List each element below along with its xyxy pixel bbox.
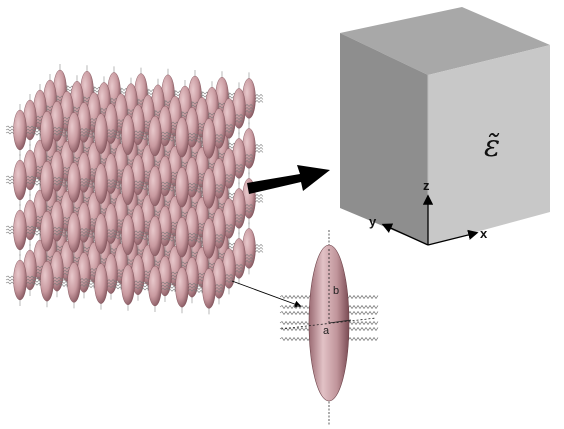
array-inclusion bbox=[32, 205, 62, 258]
array-inclusion bbox=[32, 105, 62, 158]
array-inclusion bbox=[113, 108, 143, 161]
array-inclusion bbox=[140, 160, 170, 212]
array-inclusion bbox=[32, 255, 62, 308]
semi-axis-a-label: a bbox=[323, 325, 330, 337]
array-inclusion bbox=[194, 212, 224, 265]
array-inclusion bbox=[113, 258, 143, 311]
array-inclusion bbox=[140, 260, 170, 312]
array-inclusion bbox=[113, 158, 143, 211]
array-inclusion bbox=[59, 256, 89, 309]
array-inclusion bbox=[140, 110, 170, 162]
homogenized-cube: ε̃ bbox=[340, 7, 550, 245]
x-axis-label: x bbox=[480, 226, 488, 241]
array-inclusion bbox=[86, 157, 116, 210]
ellipsoid-array bbox=[5, 64, 264, 315]
homogenization-arrow bbox=[247, 165, 330, 194]
array-inclusion bbox=[167, 211, 197, 264]
effective-permittivity-label: ε̃ bbox=[484, 129, 500, 164]
array-inclusion bbox=[194, 112, 224, 165]
array-inclusion bbox=[5, 204, 35, 256]
array-inclusion bbox=[167, 161, 197, 214]
cube-side-face bbox=[340, 33, 428, 245]
z-axis-label: z bbox=[423, 178, 430, 193]
semi-axis-b-label: b bbox=[333, 285, 339, 297]
cube-top-face bbox=[340, 7, 550, 75]
coordinate-axes: z x y bbox=[369, 178, 488, 246]
array-inclusion bbox=[5, 154, 35, 206]
array-inclusion bbox=[32, 155, 62, 208]
array-inclusion bbox=[5, 104, 35, 156]
zoom-pointer-line bbox=[231, 280, 302, 308]
array-inclusion bbox=[86, 257, 116, 310]
array-inclusion bbox=[59, 206, 89, 259]
array-inclusion bbox=[167, 111, 197, 164]
cube-front-face bbox=[428, 45, 550, 245]
array-inclusion bbox=[59, 106, 89, 159]
array-inclusion bbox=[140, 210, 170, 262]
array-inclusion bbox=[86, 107, 116, 160]
array-inclusion bbox=[5, 254, 35, 306]
array-inclusion bbox=[59, 156, 89, 209]
array-inclusion bbox=[167, 261, 197, 314]
array-inclusion bbox=[86, 207, 116, 260]
single-inclusion: b a bbox=[279, 230, 379, 425]
array-inclusion bbox=[113, 208, 143, 261]
y-axis-label: y bbox=[369, 214, 377, 229]
array-inclusion bbox=[194, 162, 224, 215]
array-inclusion bbox=[194, 262, 224, 315]
